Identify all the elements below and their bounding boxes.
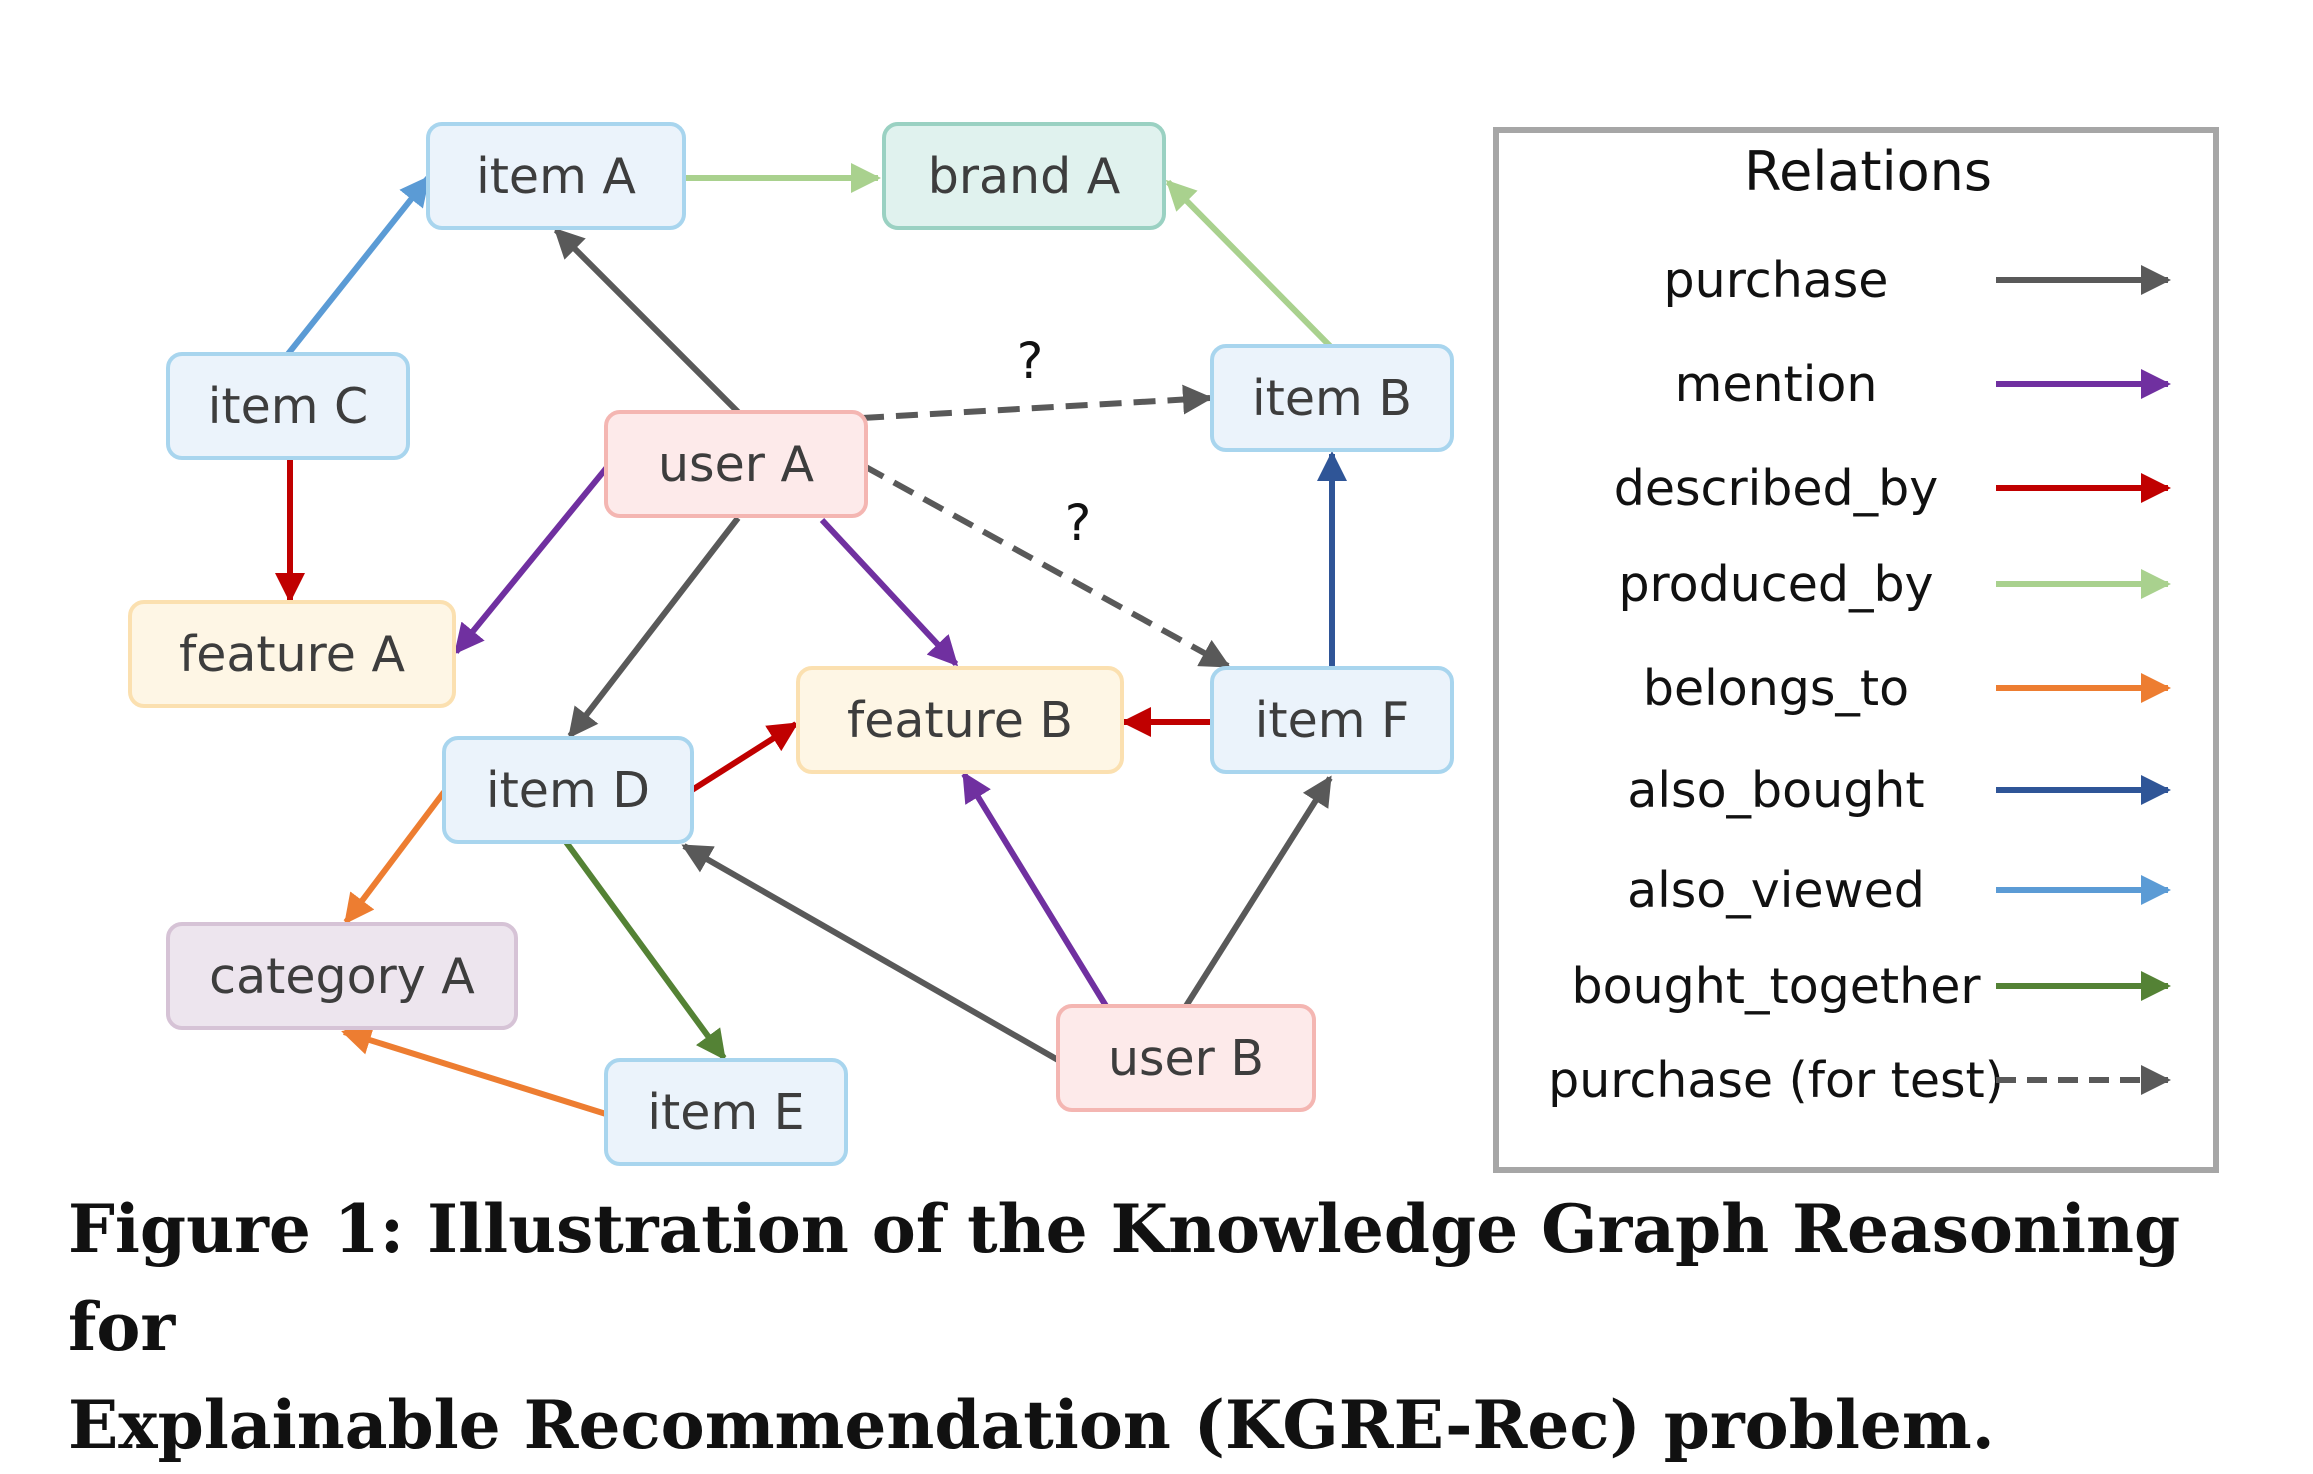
node-item-e: item E [604,1058,848,1166]
legend-label: produced_by [1618,556,1933,613]
legend-label: also_viewed [1627,862,1925,919]
legend-item-described-by: described_by [1614,460,2171,517]
edge-user-a-to-item-f [862,463,1231,669]
legend-item-also-viewed: also_viewed [1627,862,2171,919]
node-feature-b: feature B [796,666,1124,774]
node-label: brand A [928,148,1121,205]
edge-user-a-to-item-b [861,384,1213,421]
node-box [796,666,1124,774]
edge-item-c-to-item-a [285,175,431,356]
edges-layer: ?? [275,163,1347,1117]
legend-item-mention: mention [1675,356,2171,413]
legend-item-belongs-to: belongs_to [1643,660,2171,717]
legend-item-purchase-test: purchase (for test) [1548,1052,2171,1109]
node-brand-a: brand A [882,122,1166,230]
legend-item-purchase: purchase [1664,252,2171,309]
node-box [426,122,686,230]
nodes-layer: item A brand A item C user A item B feature A… [128,122,1454,1166]
node-box [442,736,694,844]
edge-user-a-to-item-d [567,516,741,739]
edge-item-d-to-item-e [563,840,727,1061]
node-box [128,600,456,708]
edge-item-d-to-category-a [343,790,447,925]
legend-label: mention [1675,356,1878,413]
knowledge-graph-figure: ?? item A brand A item C user A item B featur… [128,122,2219,1173]
legend-item-bought-together: bought_together [1571,958,2171,1015]
node-user-a: user A [604,410,868,518]
node-label: user B [1108,1030,1264,1087]
node-box [1210,344,1454,452]
legend-label: purchase [1664,252,1889,309]
node-box [166,352,410,460]
node-label: feature A [179,626,405,683]
edge-user-a-to-feature-a [453,464,611,655]
node-label: feature B [847,692,1073,749]
node-label: category A [209,948,475,1005]
edge-user-a-to-item-a [553,227,741,415]
unknown-relation-label: ? [1065,494,1092,552]
node-item-b: item B [1210,344,1454,452]
edge-user-b-to-item-f [1183,775,1333,1008]
node-box [166,922,518,1030]
legend-label: also_bought [1627,762,1924,819]
node-category-a: category A [166,922,518,1030]
figure-caption: Figure 1: Illustration of the Knowledge … [68,1180,2298,1474]
node-box [1056,1004,1316,1112]
edge-item-e-to-category-a [341,1025,607,1117]
unknown-relation-label: ? [1017,332,1044,390]
legend-label: belongs_to [1643,660,1909,717]
node-label: item A [476,148,636,205]
node-label: item C [208,378,369,435]
legend-item-also-bought: also_bought [1627,762,2171,819]
edge-item-b-to-brand-a [1165,179,1333,349]
legend-label: bought_together [1571,958,1981,1015]
edge-user-b-to-item-d [681,843,1060,1063]
node-item-c: item C [166,352,410,460]
node-box [1210,666,1454,774]
node-feature-a: feature A [128,600,456,708]
edge-user-b-to-feature-b [961,771,1109,1008]
node-label: item F [1255,692,1409,749]
node-item-f: item F [1210,666,1454,774]
node-item-d: item D [442,736,694,844]
node-label: item D [486,762,650,819]
edge-user-a-to-feature-b [819,517,959,667]
legend-label: described_by [1614,460,1938,517]
node-item-a: item A [426,122,686,230]
node-box [604,410,868,518]
caption-line-1: Figure 1: Illustration of the Knowledge … [68,1190,2181,1366]
legend-title: Relations [1744,140,1992,203]
node-label: item B [1252,370,1412,427]
node-label: user A [658,436,814,493]
caption-line-2: Explainable Recommendation (KGRE-Rec) pr… [68,1386,1995,1464]
node-box [604,1058,848,1166]
edge-item-d-to-feature-b [690,721,799,793]
node-label: item E [647,1084,804,1141]
node-user-b: user B [1056,1004,1316,1112]
legend: Relations purchase mention described_byprod… [1493,127,2219,1173]
node-box [882,122,1166,230]
legend-label: purchase (for test) [1548,1052,2004,1109]
legend-frame [1493,127,2219,1173]
legend-item-produced-by: produced_by [1618,556,2171,613]
